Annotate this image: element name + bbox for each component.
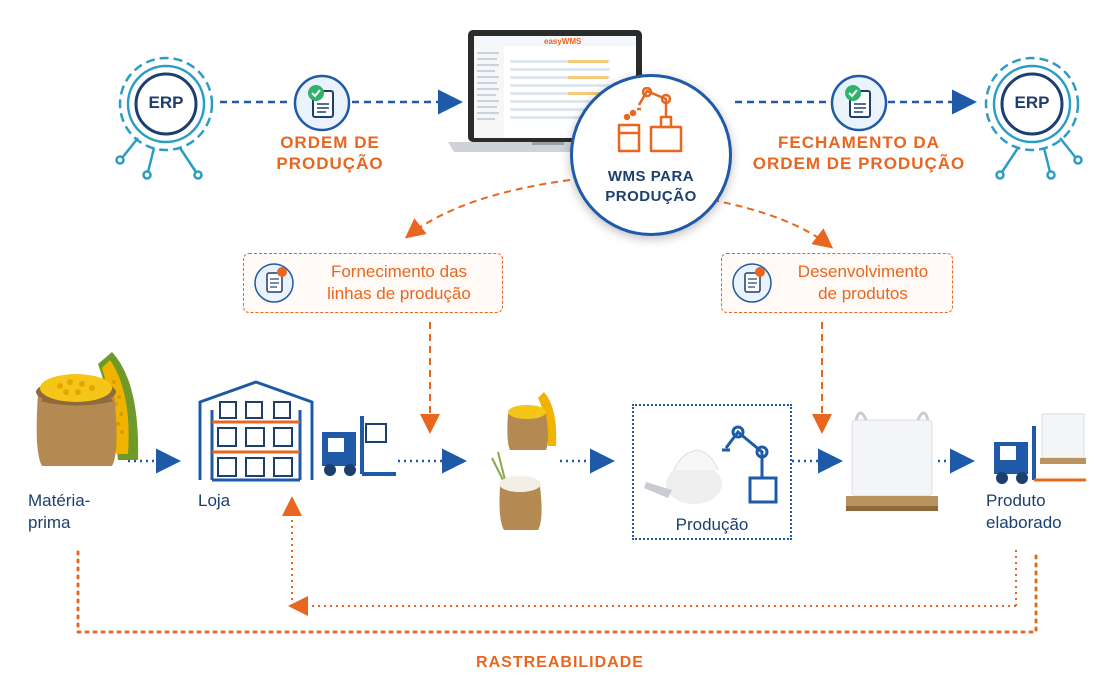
product-development-note: Desenvolvimento de produtos — [721, 253, 953, 313]
final-product-line1: Produto — [986, 491, 1046, 510]
supply-lines-text: Fornecimento das linhas de produção — [296, 261, 502, 305]
document-alert-icon — [732, 263, 772, 303]
order-closing-label: FECHAMENTO DA ORDEM DE PRODUÇÃO — [744, 132, 974, 174]
production-label: Produção — [675, 515, 749, 534]
raw-material-line1: Matéria- — [28, 491, 91, 510]
erp-right-gear: ERP — [978, 48, 1090, 180]
supply-lines-note: Fornecimento das linhas de produção — [243, 253, 503, 313]
wms-production-label: WMS PARA PRODUÇÃO — [573, 167, 729, 207]
warehouse-icon — [198, 380, 396, 482]
wms-production-circle: WMS PARA PRODUÇÃO — [570, 74, 732, 236]
final-product-label: Produto elaborado — [986, 490, 1062, 534]
erp-right-label: ERP — [1014, 93, 1050, 112]
flour-and-robot-icon — [644, 425, 778, 504]
wms-line2: PRODUÇÃO — [605, 188, 697, 205]
store-label: Loja — [198, 491, 231, 510]
small-wheat-sack-image — [491, 451, 542, 530]
final-product-line2: elaborado — [986, 513, 1062, 532]
supply-lines-line1: Fornecimento das — [330, 262, 468, 281]
raw-material-label: Matéria- prima — [28, 490, 90, 534]
order-production-line1: ORDEM DE — [280, 133, 380, 152]
product-development-line2: de produtos — [818, 284, 908, 303]
big-bag-image — [846, 411, 938, 511]
supply-lines-line2: linhas de produção — [327, 284, 471, 303]
order-closing-line2: ORDEM DE PRODUÇÃO — [752, 154, 966, 173]
raw-material-line2: prima — [28, 513, 71, 532]
document-alert-icon — [254, 263, 294, 303]
robot-arm-icon — [617, 87, 683, 153]
production-area: Produção — [632, 404, 792, 540]
document-check-icon-right — [830, 74, 888, 132]
easywms-brand: easyWMS — [544, 37, 582, 46]
product-development-line1: Desenvolvimento — [797, 262, 929, 281]
wms-line1: WMS PARA — [607, 168, 695, 185]
forklift-final-product-icon — [994, 413, 1086, 484]
erp-left-label: ERP — [148, 93, 184, 112]
order-closing-line1: FECHAMENTO DA — [778, 133, 940, 152]
document-check-icon — [293, 74, 351, 132]
small-corn-sack-image — [507, 392, 557, 450]
order-production-label: ORDEM DE PRODUÇÃO — [250, 132, 410, 174]
erp-left-gear: ERP — [108, 48, 220, 180]
corn-sack-image — [36, 352, 139, 466]
product-development-text: Desenvolvimento de produtos — [774, 261, 952, 305]
traceability-label: RASTREABILIDADE — [476, 654, 644, 671]
order-production-line2: PRODUÇÃO — [276, 154, 384, 173]
